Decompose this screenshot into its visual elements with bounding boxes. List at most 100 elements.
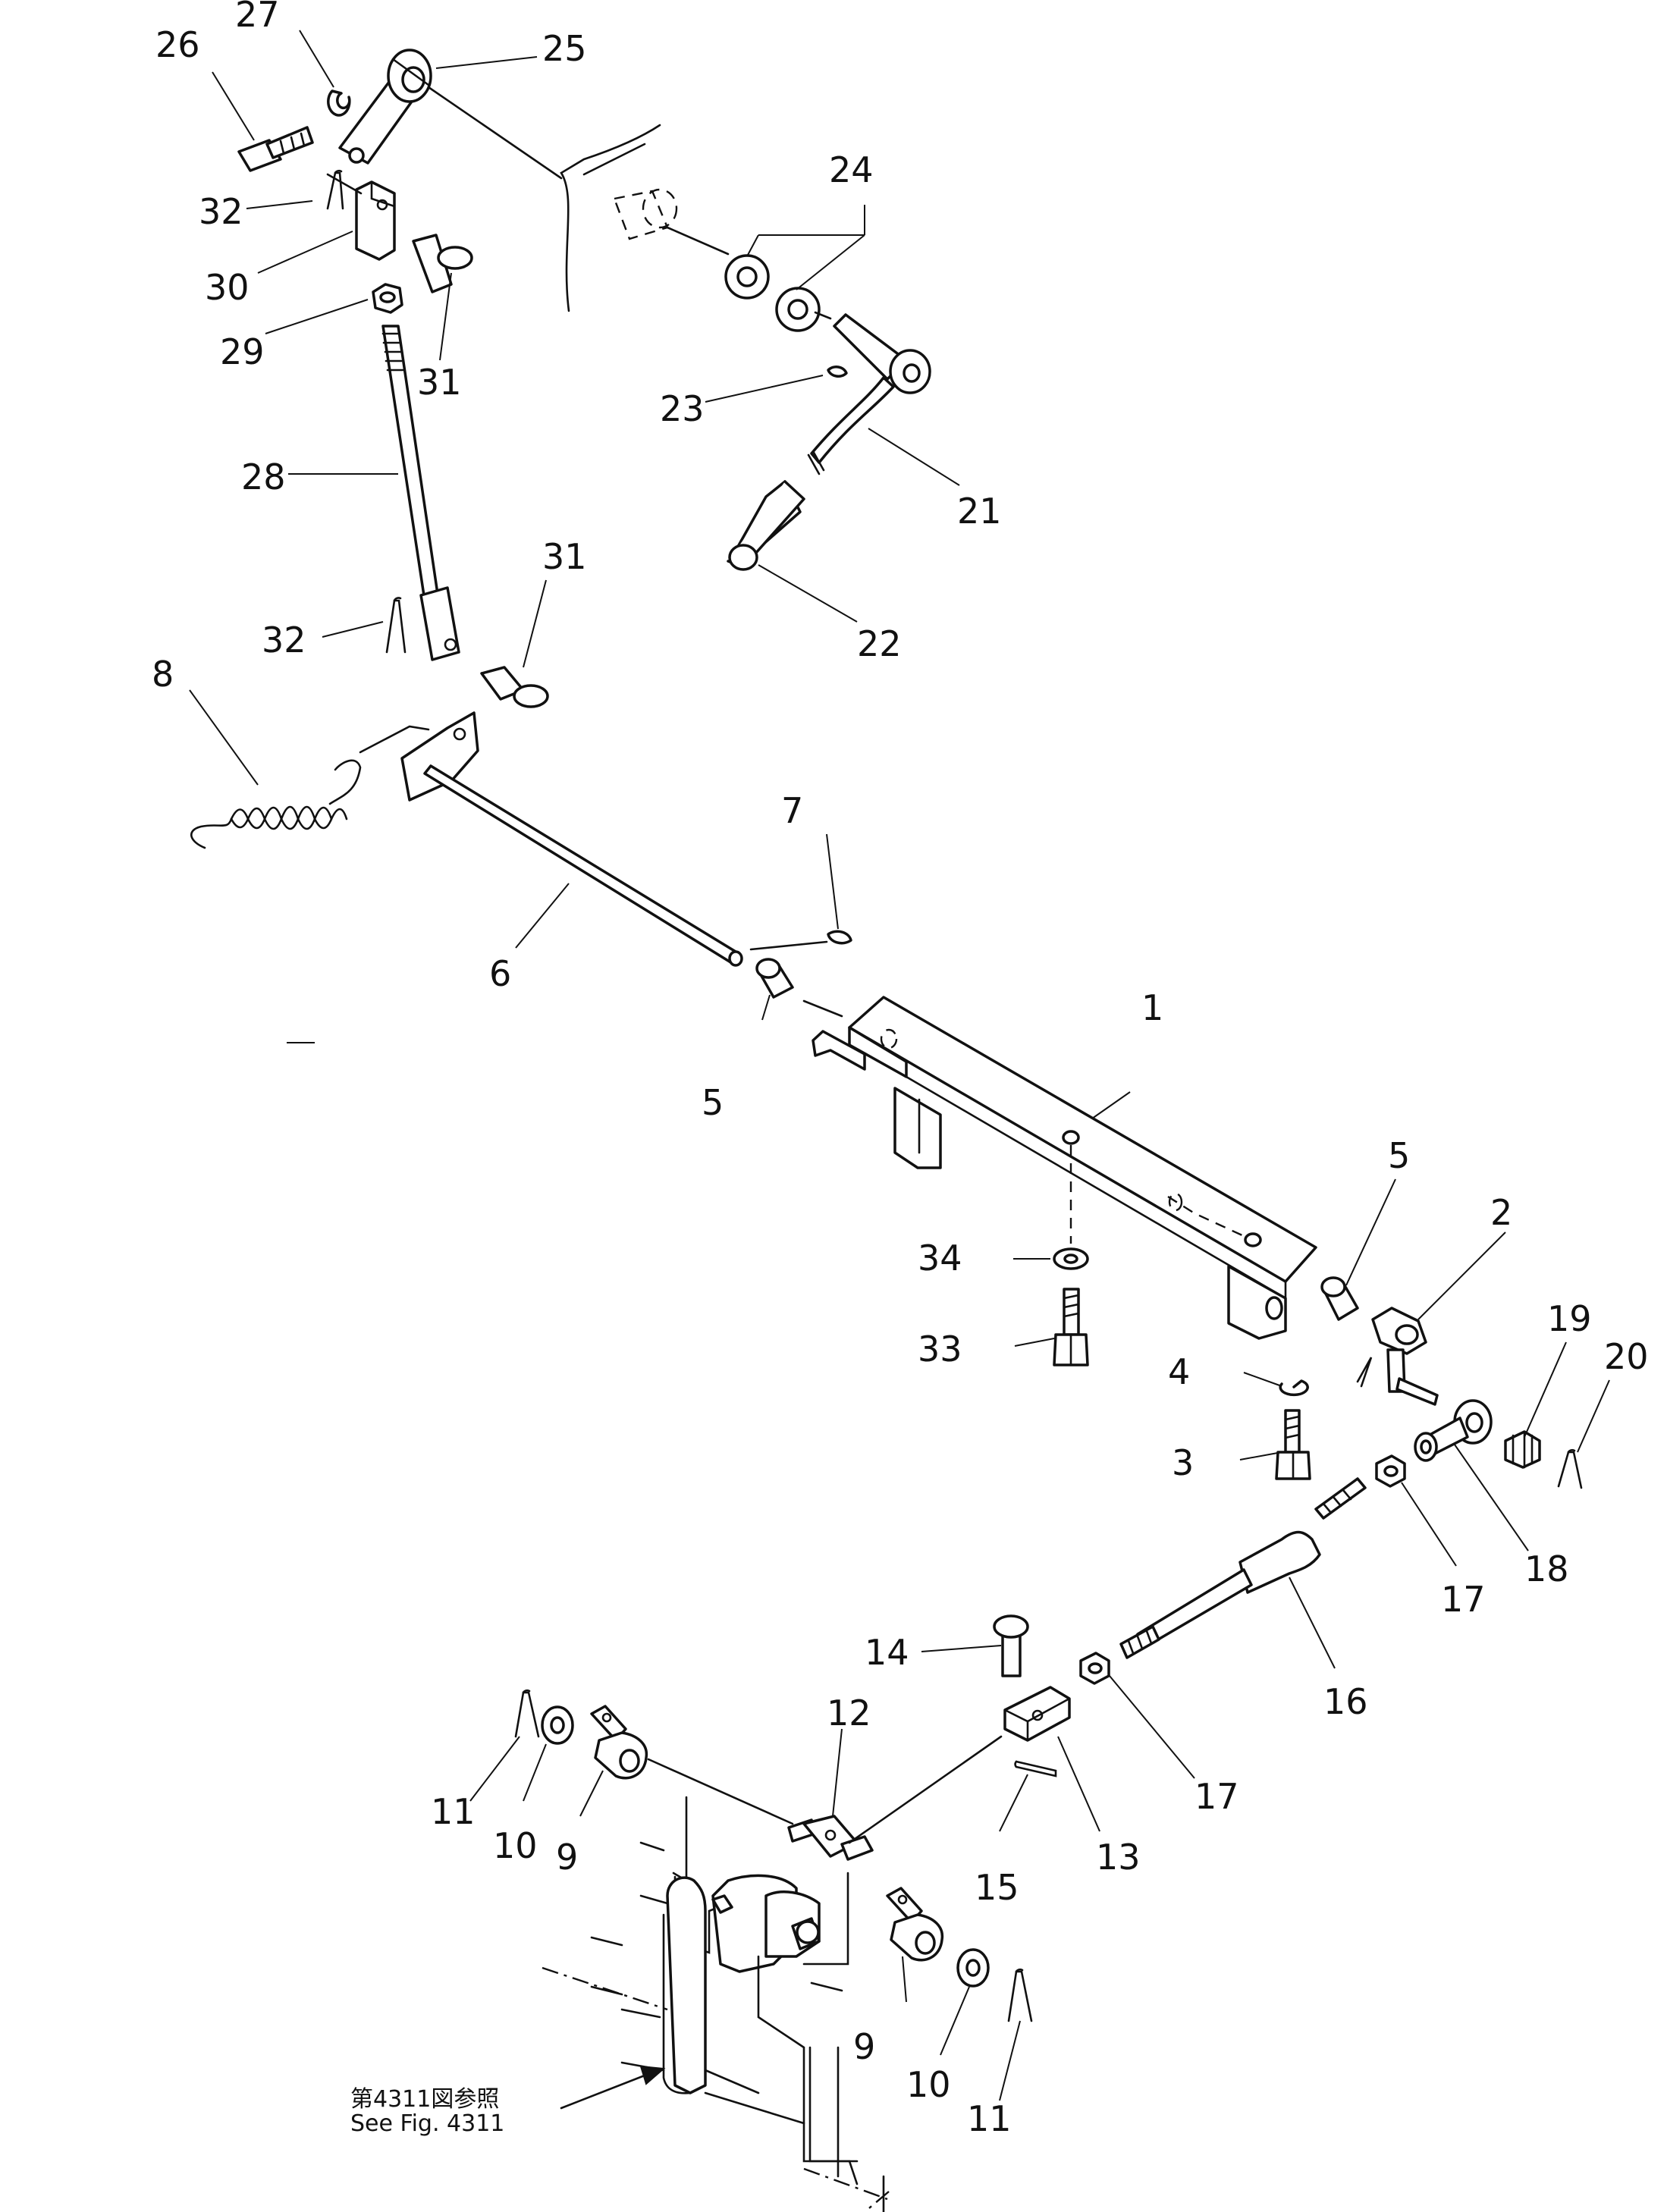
reference-note: 第4311図参照 See Fig. 4311 — [350, 2086, 504, 2137]
part-9-lever-lower — [886, 1887, 944, 1962]
leader-spring-shaft — [359, 725, 430, 754]
leader-25-shaft — [427, 86, 563, 180]
part-34-washer — [1053, 1247, 1089, 1270]
part-10-washer-upper — [541, 1705, 574, 1745]
part-14-pin — [993, 1614, 1029, 1677]
callout-16: 16 — [1323, 1681, 1368, 1722]
callout-1: 1 — [1141, 987, 1163, 1028]
leader-2-washer — [1356, 1357, 1373, 1388]
callout-10a: 10 — [493, 1825, 538, 1866]
callout-9b: 9 — [853, 2026, 875, 2067]
leader-12-yoke — [848, 1735, 1003, 1844]
part-29-nut — [372, 283, 403, 314]
part-2-lever — [1371, 1307, 1439, 1406]
part-1-bracket — [812, 996, 1317, 1340]
part-5-bushing-left — [755, 958, 794, 999]
callout-9a: 9 — [556, 1837, 578, 1878]
reference-note-english: See Fig. 4311 — [350, 2110, 504, 2137]
callout-4: 4 — [1168, 1351, 1190, 1392]
part-17-nut-lower — [1079, 1652, 1110, 1685]
callout-2: 2 — [1490, 1192, 1512, 1233]
part-24-bushing-dashed — [613, 188, 730, 256]
part-9-lever-upper — [590, 1705, 648, 1780]
callout-18: 18 — [1524, 1548, 1569, 1589]
part-22-knob — [727, 480, 805, 571]
callout-30: 30 — [205, 267, 250, 308]
part-16-turnbuckle — [1119, 1477, 1367, 1659]
part-4-lockwasher — [1279, 1379, 1309, 1397]
callout-13: 13 — [1096, 1837, 1141, 1878]
callout-31a: 31 — [417, 362, 462, 403]
part-3-bolt — [1275, 1409, 1311, 1480]
part-11-cotter-pin-lower — [1007, 1968, 1033, 2022]
callout-14: 14 — [865, 1632, 909, 1673]
part-24-bushings — [724, 254, 832, 332]
callout-26: 26 — [155, 24, 200, 65]
centerline-lower — [803, 2167, 888, 2201]
callout-5a: 5 — [702, 1082, 724, 1123]
callout-11b: 11 — [967, 2098, 1012, 2139]
callout-21: 21 — [957, 491, 1002, 532]
part-32-cotter-pin-lower — [385, 597, 407, 654]
part-5-bushing-right — [1320, 1276, 1359, 1321]
callout-32b: 32 — [262, 620, 306, 660]
callout-3: 3 — [1172, 1442, 1194, 1483]
callout-31b: 31 — [542, 536, 587, 577]
callout-8: 8 — [152, 654, 174, 695]
part-31-pin — [412, 234, 473, 293]
callout-10b: 10 — [906, 2064, 951, 2105]
part-17-nut-upper — [1375, 1454, 1406, 1488]
callout-5b: 5 — [1388, 1135, 1410, 1176]
callout-22: 22 — [857, 623, 902, 664]
base-assembly — [590, 1796, 885, 2212]
part-19-castle-nut — [1504, 1430, 1541, 1469]
callout-labels: 1 2 3 4 5 5 6 7 8 9 9 10 10 11 11 12 13 … — [152, 0, 1649, 2139]
part-25-lever — [338, 49, 432, 165]
centerline-vertical — [864, 2191, 890, 2212]
part-30-yoke — [355, 180, 396, 261]
part-15-cotter-pin — [1014, 1760, 1057, 1777]
callout-34: 34 — [918, 1238, 962, 1279]
part-7-key — [827, 930, 852, 945]
part-6-shaft — [400, 711, 743, 967]
reference-note-japanese: 第4311図参照 — [350, 2086, 499, 2113]
housing-outline — [560, 124, 661, 312]
part-10-washer-lower — [956, 1948, 990, 1988]
callout-19: 19 — [1547, 1298, 1592, 1339]
callout-24: 24 — [829, 149, 874, 190]
centerline-upper — [542, 1966, 668, 2011]
callout-27: 27 — [235, 0, 280, 35]
part-13-yoke — [1003, 1686, 1071, 1742]
leader-5-bracket — [802, 999, 843, 1018]
part-21-arm — [807, 313, 931, 475]
callout-20: 20 — [1604, 1336, 1649, 1377]
callout-6: 6 — [489, 953, 511, 994]
part-26-bolt — [237, 126, 314, 172]
part-28-rod — [381, 325, 460, 661]
part-20-cotter-pin — [1557, 1448, 1583, 1489]
callout-32a: 32 — [199, 191, 243, 232]
part-23-key — [827, 365, 848, 378]
part-18-rod-end — [1414, 1399, 1493, 1462]
callout-23: 23 — [660, 388, 705, 429]
part-12-rod-end — [787, 1815, 874, 1861]
callout-11a: 11 — [431, 1791, 476, 1832]
leader-lines — [189, 30, 1610, 2101]
callout-15: 15 — [975, 1867, 1019, 1908]
reference-arrow — [560, 2065, 666, 2110]
leader-cotter-yoke — [326, 173, 363, 195]
part-11-cotter-pin-upper — [514, 1689, 540, 1738]
part-33-bolt — [1053, 1288, 1089, 1366]
callout-25: 25 — [542, 28, 587, 69]
callout-29: 29 — [220, 331, 265, 372]
callout-33: 33 — [918, 1329, 962, 1370]
callout-17b: 17 — [1441, 1579, 1486, 1620]
callout-28: 28 — [241, 457, 286, 497]
callout-17a: 17 — [1195, 1776, 1239, 1817]
leader-9-12 — [647, 1758, 794, 1825]
part-8-spring — [190, 759, 362, 849]
part-32-cotter-pin — [326, 169, 344, 210]
part-27-washer — [327, 89, 351, 117]
